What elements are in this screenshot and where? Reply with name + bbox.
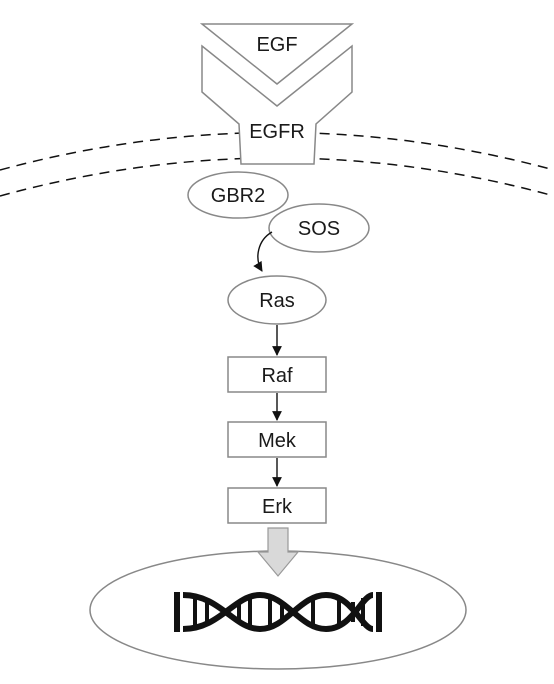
dna-double-helix-icon [174,591,382,633]
sos-node: SOS [268,203,370,253]
ras-node: Ras [227,275,327,325]
egf-shape [199,23,355,85]
raf-box [227,356,327,393]
sos-to-ras-arrow [253,231,273,272]
mek-node: Mek [227,421,327,458]
sos-ellipse [268,203,370,253]
sos-label: SOS [298,218,340,240]
egfr-receptor: EGFR [201,44,353,165]
raf-label: Raf [261,365,293,387]
ras-label: Ras [259,290,295,312]
mek-label: Mek [258,430,297,452]
egfr-shape [201,44,353,165]
egf-label: EGF [256,34,297,56]
egf-ligand: EGF [199,23,355,85]
dna-rungs [193,597,365,627]
egfr-label: EGFR [249,121,305,143]
gbr2-ellipse [187,171,289,219]
mek-box [227,421,327,458]
raf-node: Raf [227,356,327,393]
erk-label: Erk [262,496,293,518]
gbr2-node: GBR2 [187,171,289,219]
erk-box [227,487,327,524]
down-block-arrow-icon [256,527,300,577]
ras-ellipse [227,275,327,325]
gbr2-label: GBR2 [211,185,265,207]
erk-node: Erk [227,487,327,524]
